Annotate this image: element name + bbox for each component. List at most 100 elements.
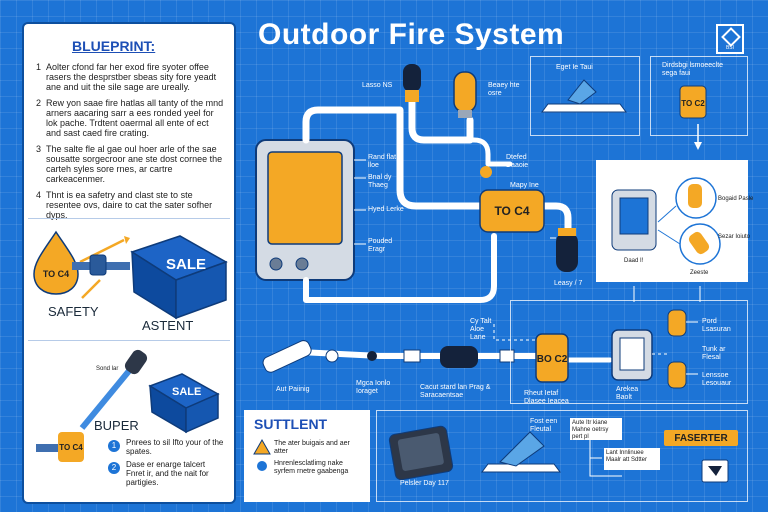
flow-box-top: Aute Itr kiane Mahne oetrsy pert pl <box>570 418 622 440</box>
step-text: Aolter cfond far her exod fire syoter of… <box>46 62 217 92</box>
small-label: Sond lar <box>96 366 119 372</box>
right-bottom-label: Lenssoe Lesouaur <box>702 372 732 387</box>
sprinkler-stand-icon <box>481 431 561 473</box>
control-screen-icon <box>267 151 343 245</box>
right-side-label: Dtefed Daaoie <box>506 154 529 169</box>
tank-cap-icon <box>558 228 576 236</box>
buper-bullet: 2 <box>108 462 120 474</box>
hydrant-icon <box>667 309 687 337</box>
step-number: 3 <box>36 144 42 154</box>
warning-item: The ater buigais and aer atter <box>274 440 350 455</box>
astent-label: ASTENT <box>142 318 194 333</box>
tag-box-icon <box>679 85 707 119</box>
zoom-label: Sezar Ioiuto <box>718 234 751 240</box>
cylinder-base-icon <box>458 110 472 118</box>
knob-icon <box>295 257 309 271</box>
info-icon <box>257 461 267 471</box>
pipe-left-low <box>303 233 497 303</box>
zoom-label: Zeeste <box>690 270 709 276</box>
detail-device-label: Daad I! <box>624 258 644 264</box>
left-panel-title: BLUEPRINT: <box>72 38 156 54</box>
tc4-unit-icon <box>479 189 545 233</box>
indicator-icon <box>480 166 492 178</box>
panel-label: Hyed Lerke <box>368 206 404 213</box>
buper-item-text: Dase er enarge talcert Fnret ir, and the… <box>126 460 209 487</box>
right-top-left-label: Eget Ie Taui <box>556 64 593 71</box>
step-number: 1 <box>36 62 42 72</box>
pipe-joint-icon <box>367 351 377 361</box>
c2-label: Rheut Ietaf Dlasee Ieacea <box>524 390 569 405</box>
pipe-joint-icon <box>325 349 339 363</box>
sprinkler-label: Fost een Fleutal <box>530 418 558 433</box>
logo-text: BSI <box>725 45 735 51</box>
sale-label: SALE <box>166 256 207 273</box>
nozzle-icon <box>262 340 312 373</box>
step-text: Thnt is ea safetry and clast ste to ste … <box>46 190 213 220</box>
right-bottom-label: Pord Lsasuran <box>702 318 731 333</box>
safety-label: SAFETY <box>48 304 99 319</box>
bottom-right-box <box>376 410 748 502</box>
buper-tag: TO C4 <box>58 432 84 462</box>
sale-box-icon-small <box>148 373 220 434</box>
phone-label: Pelsler Day 117 <box>400 480 449 487</box>
mid-label: Cacut stard lan Prag & Saracaentsae <box>420 384 491 399</box>
sale-box-icon <box>130 235 228 320</box>
right-top-right-label: Dirdsbgi lsmoeeclte sega faui <box>662 62 724 77</box>
knob-icon <box>269 257 283 271</box>
left-divider-2 <box>28 340 230 341</box>
cylinder-icon <box>453 71 477 113</box>
pipe-main <box>302 106 484 210</box>
fire-label: Aut Paiinig <box>276 386 310 393</box>
zoom-label: Bogaid Pasle <box>718 196 754 202</box>
lasso-label: Lasso NS <box>362 82 393 89</box>
tank-horizontal-icon <box>440 346 478 368</box>
valve-icon <box>89 254 107 276</box>
sale-label-small: SALE <box>172 386 202 398</box>
page-title: Outdoor Fire System <box>258 18 565 51</box>
hydrant-icon <box>667 361 687 389</box>
left-divider-1 <box>28 218 230 219</box>
mid-label: Mgca Ionlo Ioraget <box>356 380 391 395</box>
arrowhead-icon <box>124 236 130 244</box>
top-tag: TO C2 <box>681 98 705 108</box>
device-small-screen <box>619 197 649 235</box>
arrow-down-icon <box>81 279 101 299</box>
panel-label: Pouded Eragr <box>368 238 393 253</box>
pipe-coupling <box>403 349 421 363</box>
pipe-segment <box>36 444 60 452</box>
c2-tag: BO C2 <box>536 353 568 365</box>
steps-list: 1 Aolter cfond far her exod fire syoter o… <box>36 62 226 226</box>
logo: BSI <box>716 24 744 54</box>
suttlent-title: SUTTLENT <box>254 416 328 432</box>
right-bottom-label: Tunk ar Flesal <box>702 346 726 361</box>
flow-box-bottom: Lant Innlinuee Maalr att Sdtter <box>604 448 660 470</box>
warning-icon <box>253 438 271 455</box>
right-top-left-box <box>530 56 640 136</box>
step-number: 4 <box>36 190 42 200</box>
stand-icon <box>541 79 627 113</box>
buper-item-text: Pnrees to sil Ifto your of the spates. <box>126 438 224 456</box>
arrow-up-icon <box>79 238 125 264</box>
buper-bullet: 1 <box>108 440 120 452</box>
valve-label: Cy Talt Aloe Lane <box>470 318 492 341</box>
drop-label: TO C4 <box>42 268 70 279</box>
pipe-tank <box>540 202 572 234</box>
pipe-upper <box>408 96 474 144</box>
pipe-right <box>461 137 513 167</box>
faserter-tag: FASERTER <box>664 430 738 446</box>
tank-icon <box>556 232 578 272</box>
step-item: 3 The salte fle al gae oul hoer arle of t… <box>36 144 226 184</box>
valve-top-icon <box>403 64 421 92</box>
device-label: Arekea Baolt <box>616 386 639 401</box>
c2-unit-icon <box>535 333 569 383</box>
step-text: The salte fle al gae oul hoer arle of th… <box>46 144 223 184</box>
right-side-label: Mapy Ine <box>510 182 539 189</box>
buper-label: BUPER <box>94 418 139 433</box>
tank-label: Leasy / 7 <box>554 280 583 287</box>
extinguisher-icon <box>124 349 148 375</box>
info-item: Hnrenlesclatlimg nake syrfem rnetre gaab… <box>274 460 349 475</box>
tc4-tag: TO C4 <box>494 203 530 218</box>
step-item: 1 Aolter cfond far her exod fire syoter o… <box>36 62 226 92</box>
step-text: Rew yon saae fire hatlas all tanty of th… <box>46 98 224 138</box>
